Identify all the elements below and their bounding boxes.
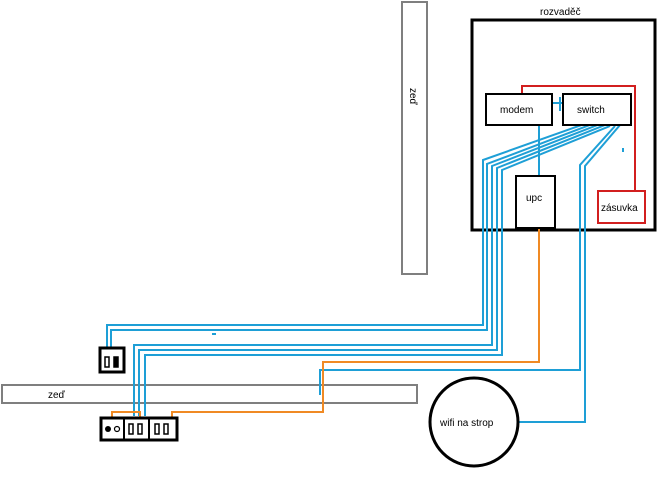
modem-label: modem xyxy=(500,105,533,116)
cabinet-label: rozvaděč xyxy=(540,7,581,18)
socket-box: zásuvka xyxy=(597,190,646,224)
cabinet: rozvaděč xyxy=(470,7,657,232)
modem-box: modem xyxy=(485,93,553,126)
wall-vertical: zeď xyxy=(401,1,428,275)
wifi-label: wifi na strop xyxy=(439,418,494,429)
upc-box: upc xyxy=(515,175,556,229)
socket-label: zásuvka xyxy=(601,203,638,214)
power-wires xyxy=(521,85,636,191)
switch-box: switch xyxy=(562,93,632,126)
wall-horizontal: zeď xyxy=(1,384,418,404)
wall-vertical-label: zeď xyxy=(407,88,418,106)
upc-label: upc xyxy=(526,193,542,204)
wifi-ap: wifi na strop xyxy=(428,376,520,468)
wall-horizontal-label: zeď xyxy=(48,390,66,401)
outlet-upper xyxy=(98,346,126,374)
ethernet-wires xyxy=(106,97,624,423)
switch-label: switch xyxy=(577,105,605,116)
coax-wires xyxy=(111,228,540,418)
outlet-lower-group xyxy=(99,416,179,442)
coax-outlet-icon xyxy=(105,426,111,432)
